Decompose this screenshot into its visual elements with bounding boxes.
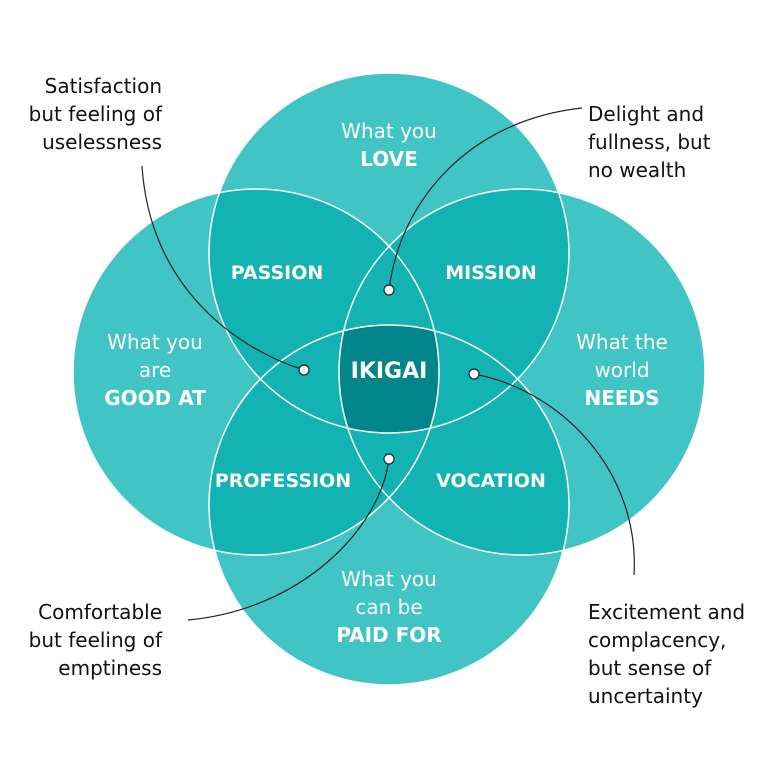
callout-line: Satisfaction	[44, 74, 162, 98]
needs-line3: NEEDS	[584, 386, 659, 410]
callout-line: emptiness	[58, 656, 162, 680]
callout-dot-passion-center	[298, 364, 310, 376]
profession-label: PROFESSION	[215, 470, 351, 492]
callout-bottom-right: Excitement and complacency, but sense of…	[588, 598, 745, 710]
mission-label: MISSION	[445, 262, 537, 284]
callout-line: no wealth	[588, 158, 687, 182]
good-at-line1: What you	[107, 330, 203, 354]
paid-line3: PAID FOR	[336, 623, 441, 647]
callout-lines	[141, 107, 635, 621]
overlap-regions	[209, 189, 569, 555]
callout-line: uncertainty	[588, 684, 703, 708]
callout-bottom-left: Comfortable but feeling of emptiness	[29, 598, 162, 682]
passion-label: PASSION	[231, 262, 324, 284]
good-at-line3: GOOD AT	[104, 386, 206, 410]
callout-line: fullness, but	[588, 130, 711, 154]
ikigai-label: IKIGAI	[351, 359, 428, 384]
callout-line: Excitement and	[588, 600, 746, 624]
needs-line1: What the	[576, 330, 668, 354]
paid-line1: What you	[341, 567, 437, 591]
callout-line: complacency,	[588, 628, 727, 652]
love-line1: What you	[341, 119, 437, 143]
paid-line2: can be	[355, 595, 422, 619]
callout-dot-mission-center	[383, 284, 395, 296]
callout-line: Comfortable	[38, 600, 162, 624]
vocation-label: VOCATION	[436, 470, 546, 492]
callout-dot-profession-center	[383, 453, 395, 465]
callout-line: uselessness	[42, 130, 162, 154]
good-at-line2: are	[139, 358, 171, 382]
callout-line: but feeling of	[28, 628, 162, 652]
callout-line: Delight and	[588, 102, 705, 126]
callout-line: but feeling of	[28, 102, 162, 126]
love-line2: LOVE	[360, 147, 418, 171]
callout-top-left: Satisfaction but feeling of uselessness	[29, 72, 162, 156]
callout-line: but sense of	[588, 656, 712, 680]
needs-line2: world	[594, 358, 649, 382]
callout-dot-vocation-center	[468, 368, 480, 380]
callout-top-right: Delight and fullness, but no wealth	[588, 100, 711, 184]
